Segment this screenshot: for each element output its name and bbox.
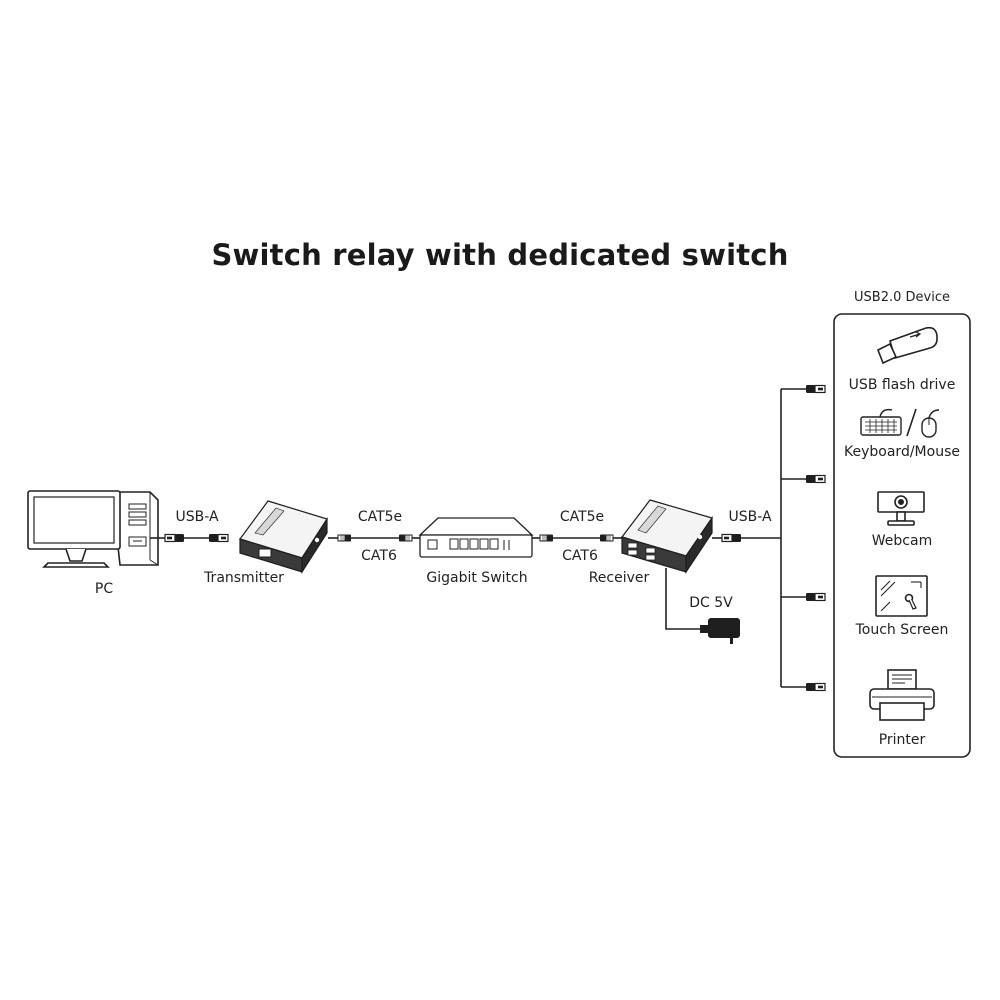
network-cable-left (328, 534, 420, 542)
gigabit-switch-icon (418, 517, 534, 558)
cat6-label-left: CAT6 (361, 548, 397, 564)
usb-branch-bus (780, 384, 826, 692)
pc-label: PC (94, 581, 114, 597)
webcam-icon (877, 491, 925, 526)
transmitter-icon (239, 500, 328, 575)
cat5e-label-left: CAT5e (357, 509, 403, 525)
cat6-label-right: CAT6 (562, 548, 598, 564)
device-label-touch-screen: Touch Screen (855, 622, 949, 638)
keyboard-mouse-icon (860, 408, 940, 438)
usb-flash-drive-icon (876, 326, 938, 365)
printer-icon (869, 669, 935, 721)
device-label-usb-flash-drive: USB flash drive (848, 377, 956, 393)
device-label-keyboard-mouse: Keyboard/Mouse (844, 444, 960, 460)
transmitter-label: Transmitter (204, 570, 284, 586)
usb-a-label-right: USB-A (728, 509, 772, 525)
device-label-webcam: Webcam (871, 533, 933, 549)
diagram-title: Switch relay with dedicated switch (211, 238, 789, 272)
dc-5v-label: DC 5V (689, 595, 733, 611)
usb-a-cable-left (150, 533, 229, 543)
touch-screen-icon (875, 575, 928, 617)
gigabit-switch-label: Gigabit Switch (426, 570, 528, 586)
receiver-label: Receiver (588, 570, 650, 586)
usb-a-label-left: USB-A (175, 509, 219, 525)
receiver-icon (620, 499, 713, 574)
usb-a-cable-right (712, 533, 781, 543)
network-cable-right (532, 534, 622, 542)
usb-device-panel-title: USB2.0 Device (854, 290, 950, 305)
power-adapter (665, 568, 740, 644)
pc-icon (27, 490, 159, 568)
device-label-printer: Printer (878, 732, 926, 748)
cat5e-label-right: CAT5e (559, 509, 605, 525)
